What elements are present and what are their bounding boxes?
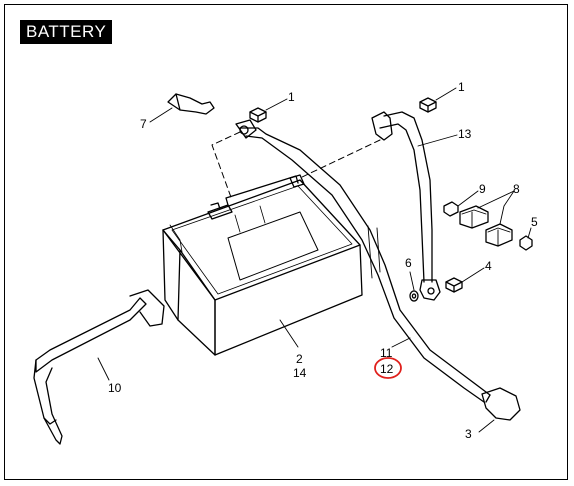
callout-9: 9 [479, 182, 486, 196]
battery [162, 174, 363, 356]
positive-cable [371, 111, 441, 301]
highlight-circle [374, 357, 402, 379]
callout-11: 11 [380, 346, 393, 360]
callout-3: 3 [465, 427, 472, 441]
callout-14: 14 [293, 366, 307, 380]
callout-10: 10 [108, 381, 122, 395]
callout-2: 2 [296, 352, 303, 366]
callout-12: 12 [380, 362, 394, 376]
callout-1b: 1 [458, 80, 465, 94]
nut-4 [445, 277, 463, 293]
callout-6: 6 [405, 256, 412, 270]
diagram-border [4, 4, 568, 480]
callout-8: 8 [513, 182, 520, 196]
callout-7: 7 [140, 117, 147, 131]
diagram-title: BATTERY [20, 20, 113, 44]
negative-cable [235, 119, 521, 421]
callout-1a: 1 [288, 90, 295, 104]
callout-13: 13 [458, 127, 472, 141]
callouts: 1 1 7 13 9 8 5 4 6 2 14 11 12 3 10 [108, 80, 538, 441]
screw-9 [443, 201, 459, 217]
bolt-1b [419, 97, 437, 113]
bolt-1a [249, 107, 267, 123]
terminal-boot [167, 93, 215, 115]
callout-4: 4 [485, 259, 492, 273]
washer-6 [409, 290, 419, 302]
clamp-8 [459, 205, 513, 247]
screw-5 [519, 235, 533, 251]
callout-5: 5 [531, 215, 538, 229]
leader-lines [97, 87, 532, 433]
battery-strap [33, 289, 165, 445]
